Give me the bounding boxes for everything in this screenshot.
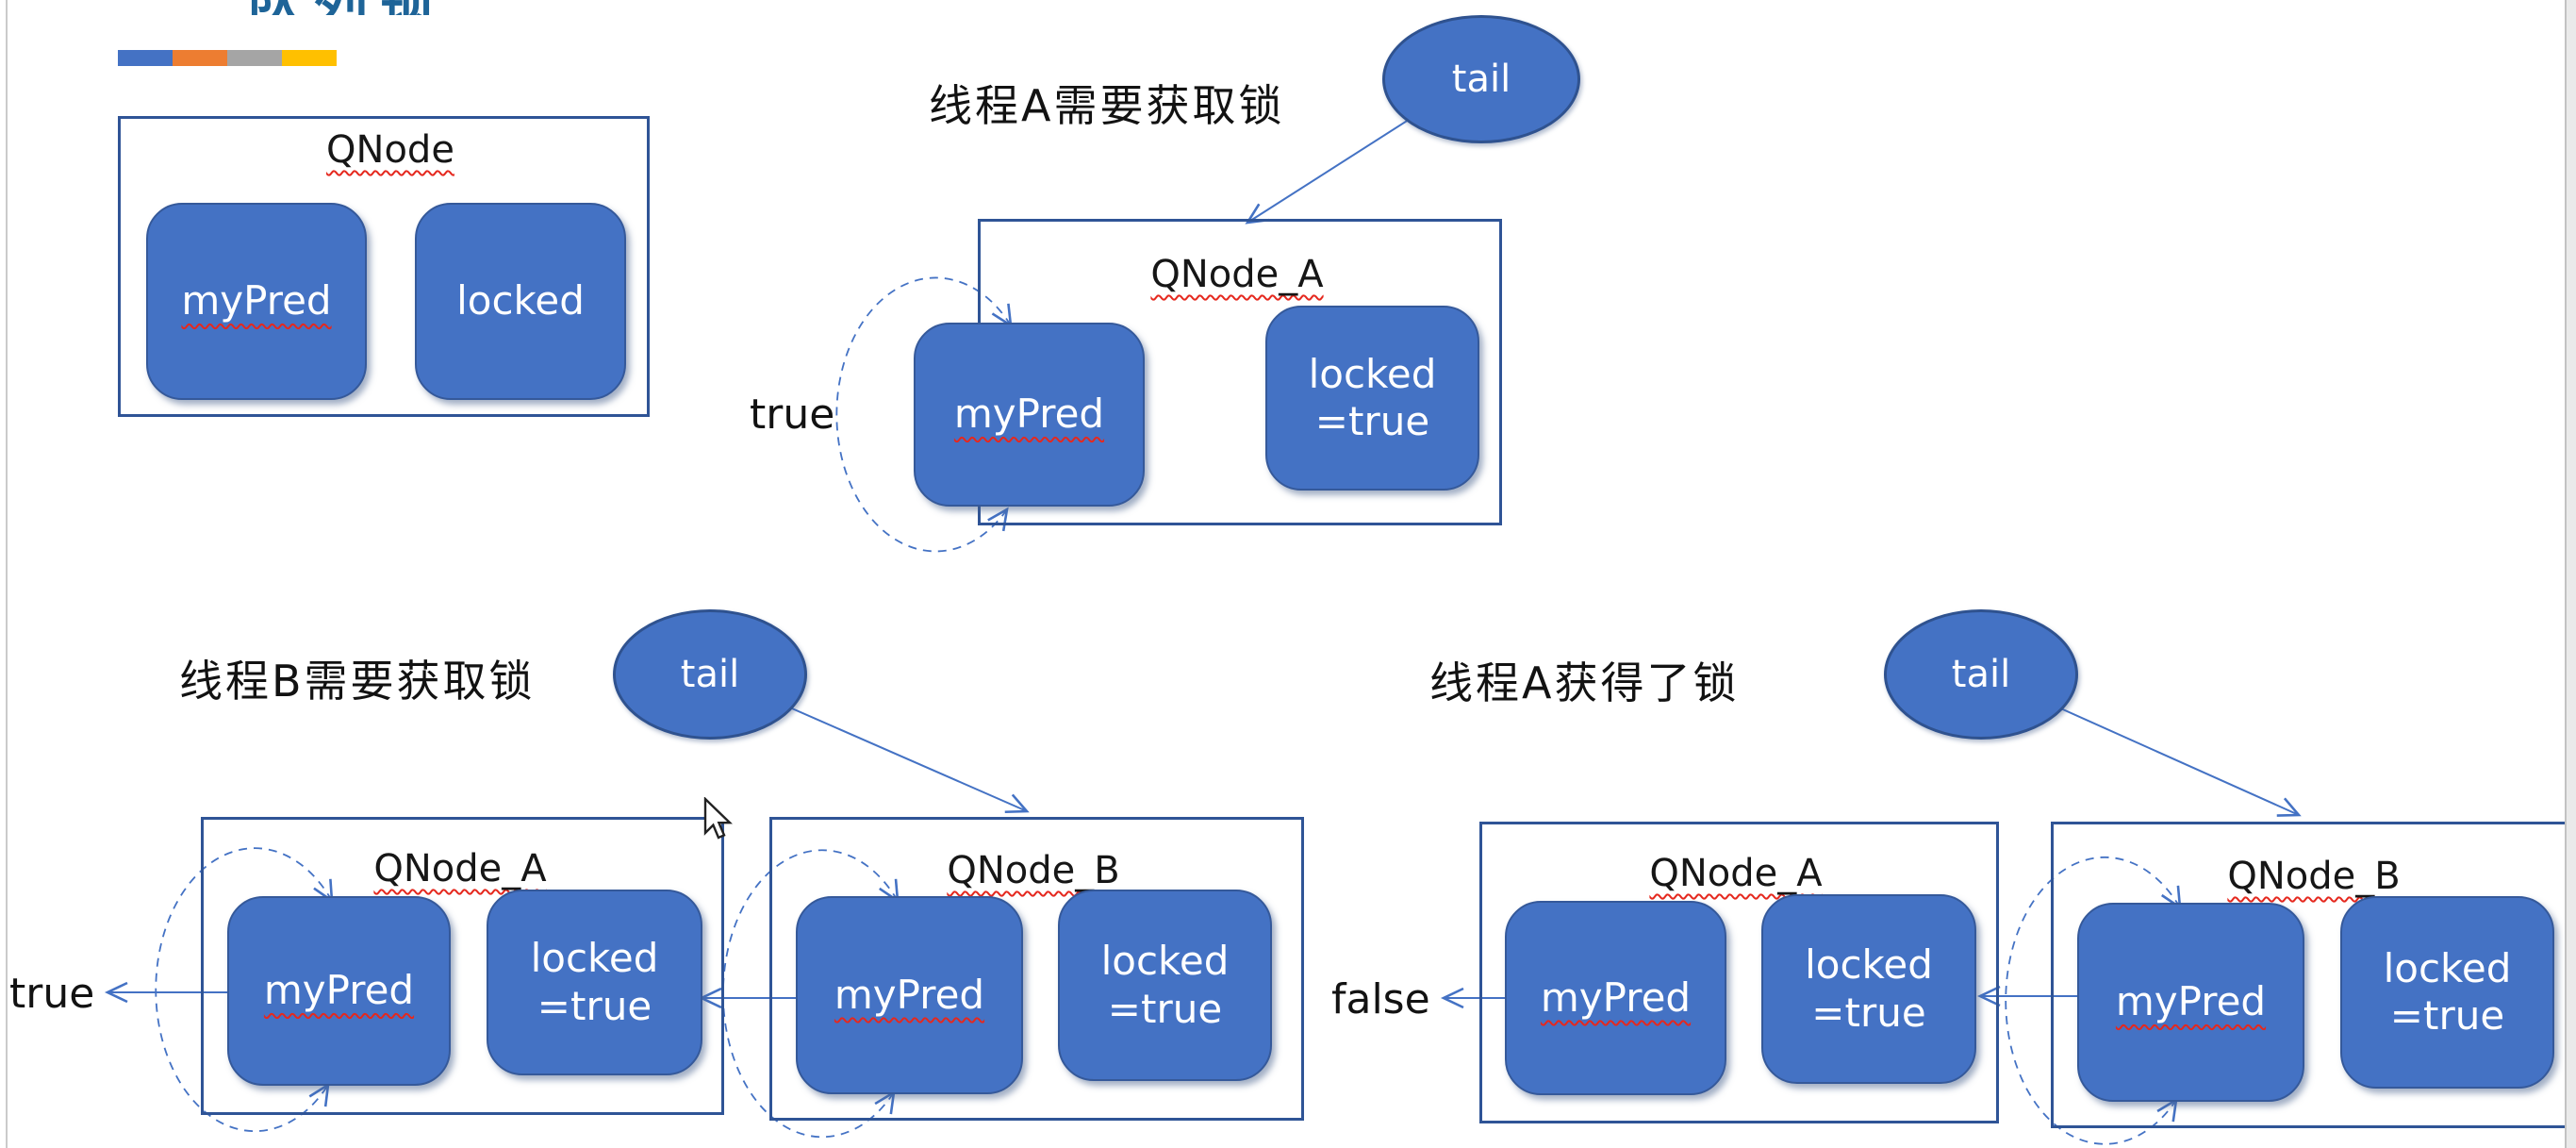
locked-true-label-line1: locked [1100, 938, 1230, 985]
accent-bar-segment-yellow [282, 50, 337, 66]
locked-true-label-line2: =true [1811, 989, 1926, 1036]
accent-bar-segment-orange [173, 50, 227, 66]
scrollbar-track[interactable] [2565, 0, 2576, 1148]
qnode-a-br-locked-field[interactable]: locked =true [1761, 894, 1976, 1084]
locked-true-label-line1: locked [2383, 944, 2512, 991]
qnode-a-br-box[interactable] [1479, 822, 1999, 1123]
qnode-b-bl-locked-field[interactable]: locked =true [1058, 890, 1272, 1081]
qnode-a-br-title: QNode_A [1649, 852, 1823, 895]
locked-label: locked [456, 277, 585, 324]
locked-true-label-line2: =true [1314, 398, 1430, 444]
mypred-label: myPred [953, 391, 1105, 438]
caption-thread-a-acquired[interactable]: 线程A获得了锁 [1429, 657, 1740, 708]
locked-true-label-line2: =true [2389, 992, 2505, 1039]
mypred-self-loop-br-b [2005, 856, 2182, 1145]
mypred-label: myPred [263, 967, 415, 1014]
caption-thread-a-request[interactable]: 线程A需要获取锁 [929, 80, 1285, 131]
qnode-a-bl-locked-field[interactable]: locked =true [487, 890, 702, 1075]
tail3-to-qnode-b-arrow [2056, 706, 2302, 817]
qnode-a-bl-box[interactable] [201, 817, 724, 1115]
tail-label: tail [1451, 58, 1511, 101]
accent-bar-segment-gray [227, 50, 282, 66]
qnode-a-mid-mypred-field[interactable]: myPred [914, 323, 1145, 507]
qnode-b-br-title: QNode_B [2227, 855, 2401, 898]
accent-bar-segment-blue [118, 50, 173, 66]
qnode-b-bl-box[interactable] [769, 817, 1304, 1121]
canvas-left-edge [6, 0, 8, 1148]
mypred-self-loop-mid [835, 276, 1013, 553]
qnode-template-mypred-field[interactable]: myPred [146, 203, 367, 400]
tail2-to-qnode-b-arrow [784, 705, 1030, 814]
qnode-template-box[interactable] [118, 116, 650, 417]
locked-true-label-line1: locked [1308, 350, 1437, 397]
qnode-template-locked-field[interactable]: locked [415, 203, 626, 400]
qnode-template-title: QNode [326, 128, 454, 172]
locked-true-label-line2: =true [537, 982, 652, 1029]
locked-true-label-line2: =true [1107, 985, 1223, 1032]
mouse-cursor [703, 797, 733, 840]
tail-label: tail [1951, 653, 2011, 696]
locked-true-label-line1: locked [530, 935, 659, 982]
slide-title-text: 队列锁 [247, 0, 445, 15]
tail-label: tail [680, 653, 740, 696]
mypred-self-loop-bl-a [155, 847, 334, 1133]
mypred-self-loop-bl-b [722, 849, 900, 1139]
accent-bar [118, 50, 337, 66]
true-label-bl: true [9, 970, 95, 1018]
qnode-a-mid-title: QNode_A [1150, 253, 1324, 296]
qnode-a-br-mypred-field[interactable]: myPred [1505, 901, 1726, 1095]
qnode-b-br-mypred-field[interactable]: myPred [2077, 903, 2304, 1102]
qnode-a-bl-mypred-field[interactable]: myPred [227, 896, 451, 1086]
qnode-b-bl-mypred-field[interactable]: myPred [796, 896, 1023, 1094]
mypred-label: myPred [2115, 978, 2267, 1025]
tail1-to-qnode-a-arrow [1245, 117, 1412, 225]
tail-pointer-2[interactable]: tail [613, 609, 807, 740]
caption-thread-b-request[interactable]: 线程B需要获取锁 [179, 656, 536, 707]
slide-title-clipped: 队列锁 [247, 0, 530, 15]
tail-pointer-1[interactable]: tail [1382, 15, 1580, 143]
qnode-b-bl-title: QNode_B [947, 849, 1120, 892]
mypred-label: myPred [181, 277, 332, 324]
false-label-br: false [1331, 975, 1430, 1023]
qnode-a-bl-title: QNode_A [373, 847, 547, 890]
mypred-label: myPred [1540, 973, 1692, 1021]
tail-pointer-3[interactable]: tail [1884, 609, 2078, 740]
true-label-mid: true [750, 391, 835, 439]
locked-true-label-line1: locked [1805, 941, 1933, 989]
qnode-a-mid-locked-field[interactable]: locked =true [1265, 306, 1479, 491]
qnode-b-br-locked-field[interactable]: locked =true [2340, 896, 2554, 1089]
mypred-label: myPred [834, 971, 985, 1018]
